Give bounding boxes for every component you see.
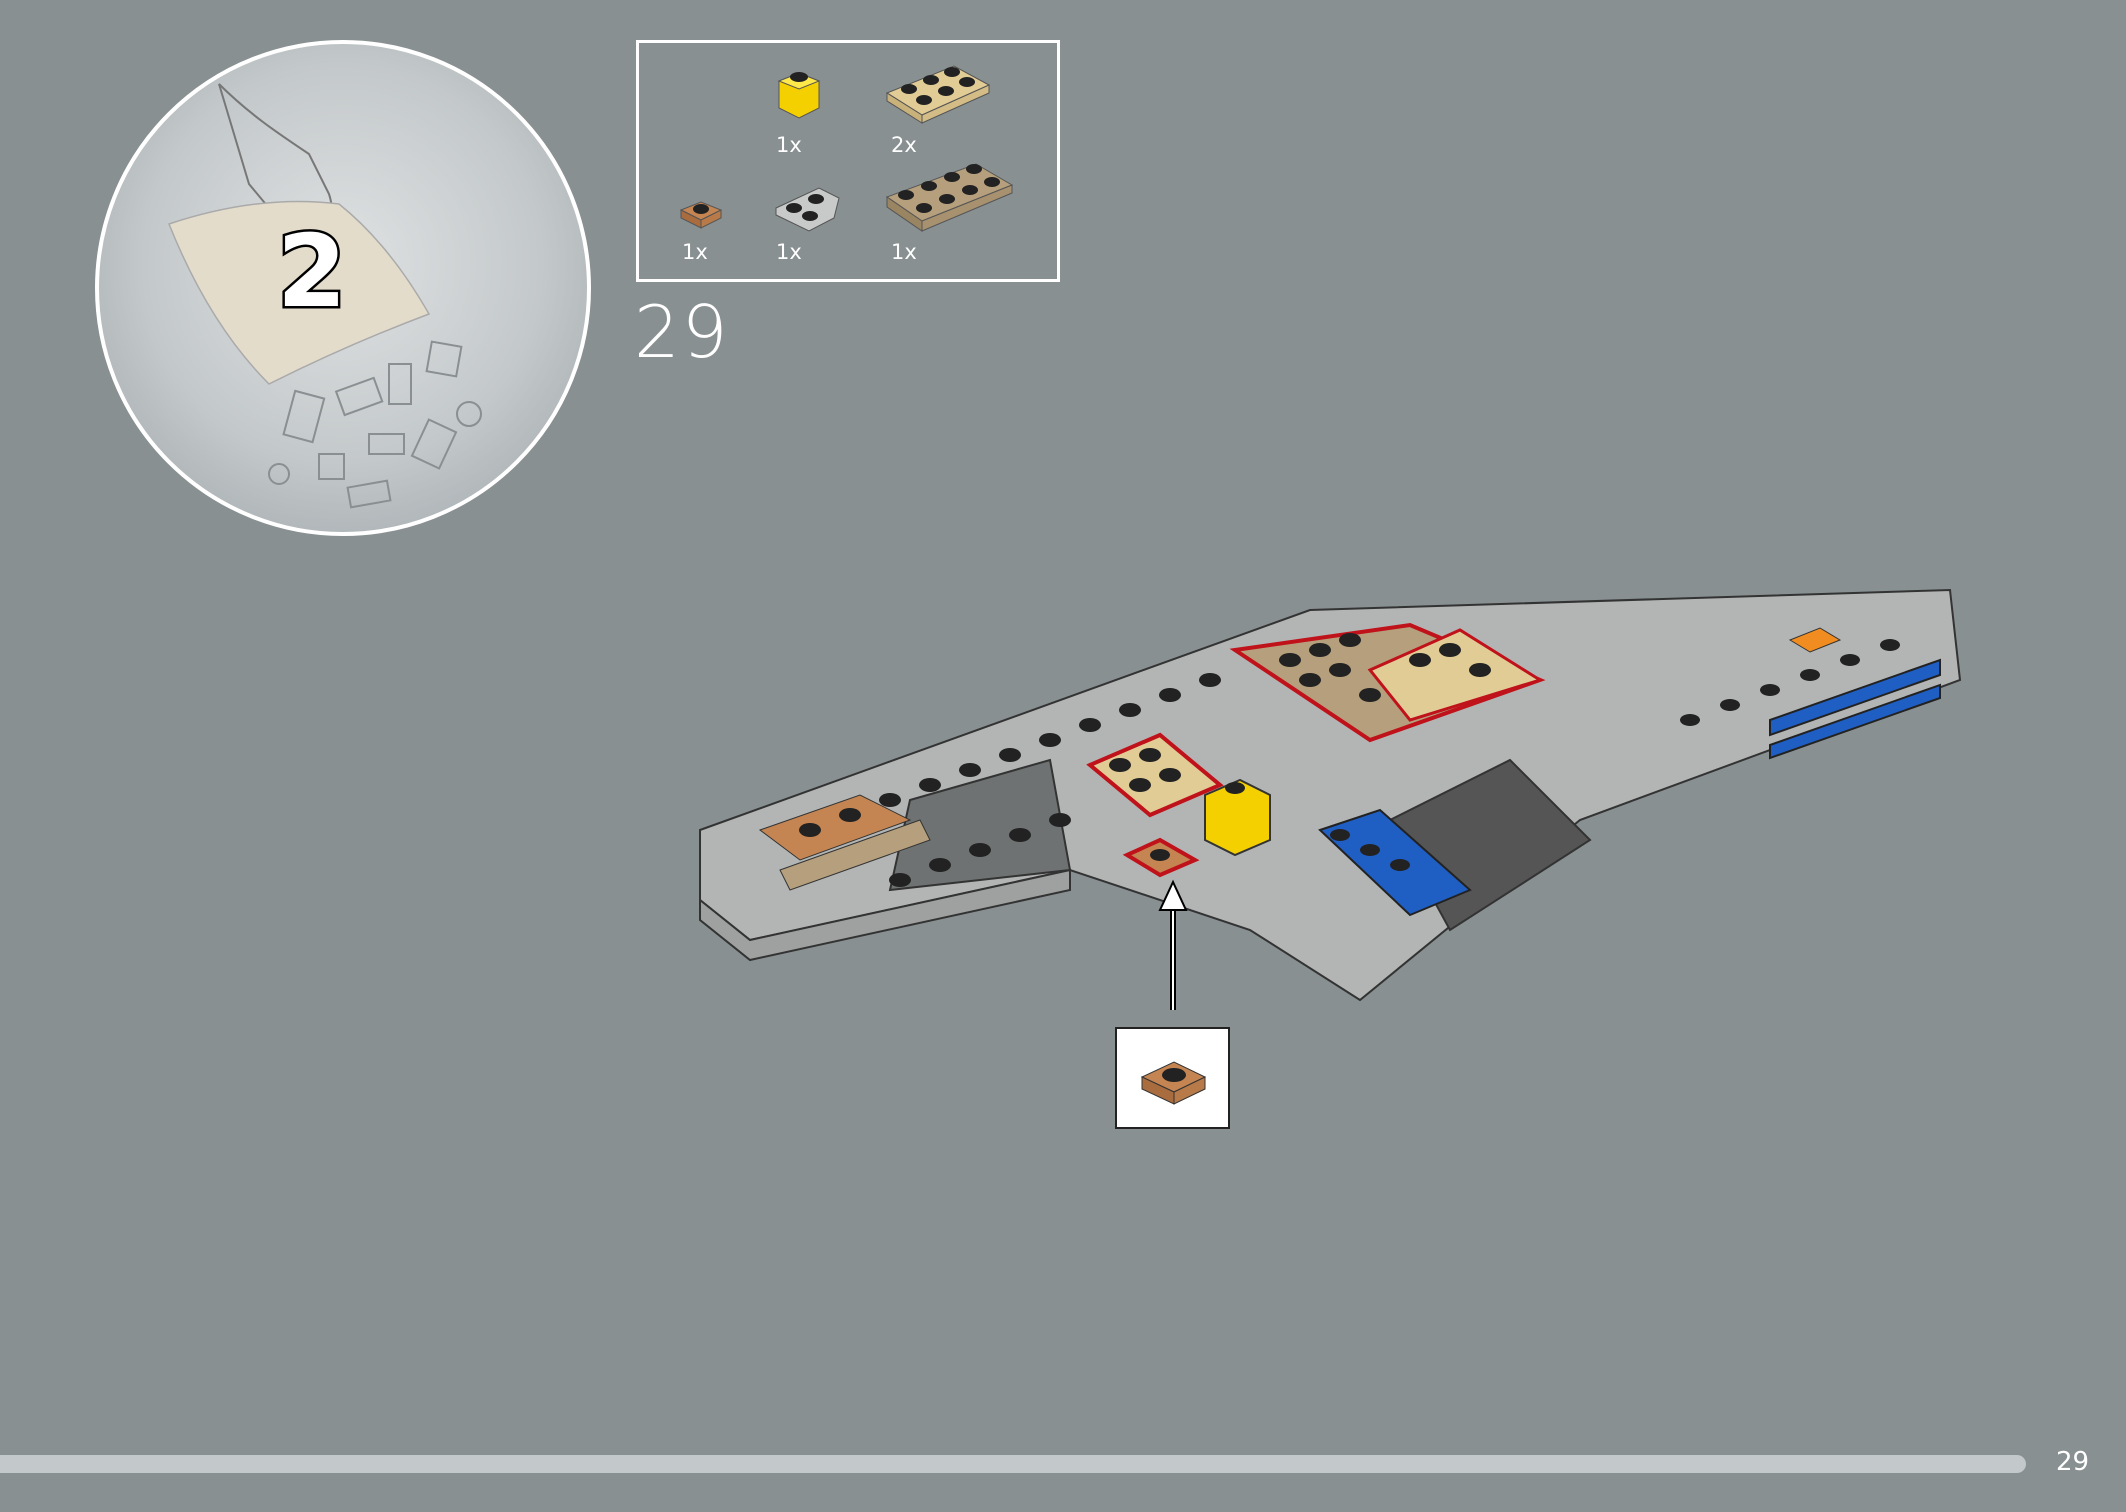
bag-opening-illustration: 2	[95, 40, 591, 536]
bag-number: 2	[277, 213, 347, 330]
bag-icon: 2	[168, 83, 482, 509]
part-qty: 1x	[776, 133, 802, 157]
parts-list: 1x 2x 1x 1x 1x	[636, 40, 1060, 282]
part-qty: 2x	[891, 133, 917, 157]
step-number: 29	[634, 290, 730, 374]
page-progress-bar	[0, 1455, 2026, 1473]
gray-wedge-plate-icon	[775, 187, 840, 232]
sub-step-callout	[1115, 1027, 1230, 1129]
nougat-plate-icon	[1140, 1061, 1207, 1105]
nougat-plate-icon	[679, 201, 723, 229]
ship-model-illustration	[699, 588, 1962, 1010]
part-qty: 1x	[776, 240, 802, 264]
dark-tan-plate-icon	[885, 163, 1014, 232]
page-progress-fill	[0, 1455, 2026, 1473]
part-qty: 1x	[891, 240, 917, 264]
page-number: 29	[2056, 1447, 2090, 1477]
yellow-brick-icon	[777, 72, 821, 119]
part-qty: 1x	[682, 240, 708, 264]
tan-plate-icon	[885, 65, 991, 124]
